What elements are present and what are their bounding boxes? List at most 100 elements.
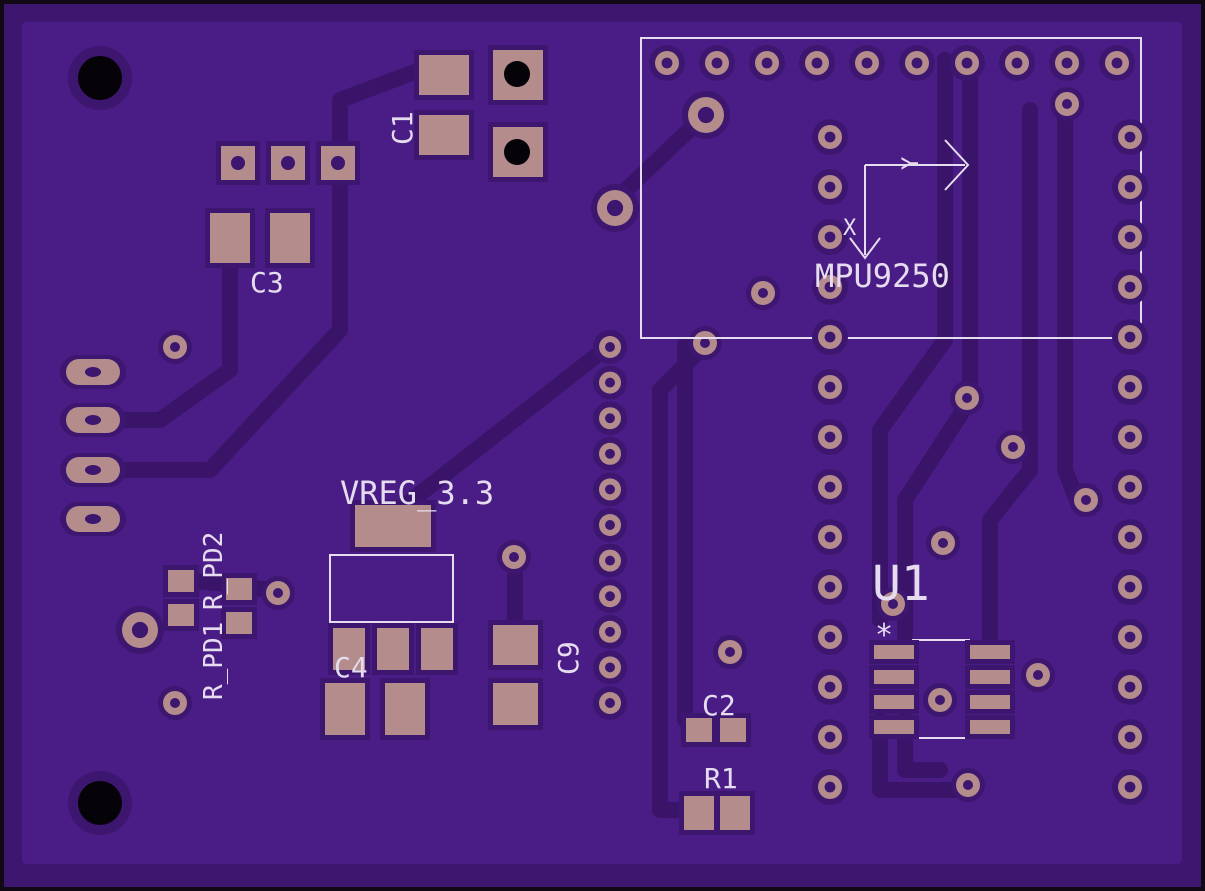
left-header-pad-hole [824, 381, 836, 393]
trace-u1-bus-1 [872, 52, 953, 628]
left-header-pad-hole [824, 581, 836, 593]
right-header-pad-hole [1124, 181, 1136, 193]
trace-power-left [82, 62, 428, 478]
via-16-hole [1062, 99, 1072, 109]
left-header-pad-hole [824, 181, 836, 193]
via-3-hole [273, 588, 283, 598]
three-pin-hole-2 [281, 156, 295, 170]
left-header-pad-hole [824, 531, 836, 543]
label-axis-x: X [843, 216, 857, 241]
three-pin-hole-3 [331, 156, 345, 170]
u1-pin-right-1 [970, 645, 1010, 659]
r-pd1-pad-bottom [168, 604, 194, 626]
via-13-hole [935, 695, 945, 705]
r-pd1-pad-top [168, 570, 194, 592]
middle-header-pad-hole [605, 448, 615, 459]
left-header-pad-hole [824, 681, 836, 693]
silkscreen-labels: C1 C3 MPU9250 Y X VREG_3.3 C9 C4 U1 * C2… [199, 111, 950, 795]
mpu-header-pad-hole [761, 57, 773, 69]
middle-header-pad-hole [605, 413, 615, 424]
c2-pad-right [720, 718, 746, 742]
c2-pad-left [686, 718, 712, 742]
r1-pad-right [720, 796, 750, 830]
right-header-pad-hole [1124, 631, 1136, 643]
connector-hole-1 [85, 367, 101, 377]
via-12-hole [725, 647, 735, 657]
middle-header-pad-hole [605, 377, 615, 388]
mpu-hole-pad-hole [697, 106, 715, 124]
u1-pin-left-3 [874, 695, 914, 709]
label-c3: C3 [250, 266, 284, 299]
u1-pin-right-4 [970, 720, 1010, 734]
left-header-pad-hole [824, 481, 836, 493]
right-header-pad-hole [1124, 481, 1136, 493]
connector-hole-4 [85, 514, 101, 524]
vreg-outline [329, 554, 454, 623]
label-r-pd1: R_PD1 [199, 622, 229, 700]
middle-header-pad-hole [605, 342, 615, 352]
label-c1: C1 [386, 111, 419, 145]
mpu-header-pad-hole [811, 57, 823, 69]
u1-outline [912, 639, 970, 739]
via-11-hole [888, 599, 898, 609]
label-vreg: VREG_3.3 [340, 474, 494, 512]
left-header-pad-hole [824, 781, 836, 793]
pd-hole-pad-hole [131, 621, 149, 639]
trace-u1-bus-3 [982, 102, 1038, 658]
vreg-pad-2 [377, 628, 409, 670]
label-c4: C4 [334, 651, 368, 684]
mpu-header-pad-hole [661, 57, 673, 69]
trace-u1-bottom [872, 712, 973, 798]
via-2-hole [170, 698, 180, 708]
c1-hole-top [504, 61, 530, 87]
vreg-tab-pad [355, 505, 431, 547]
mpu-header-pad-hole [861, 57, 873, 69]
label-r-pd2: R_PD2 [199, 532, 229, 610]
via-6-hole [700, 338, 710, 348]
left-header-pad-hole [824, 281, 836, 293]
via-1-hole [170, 342, 180, 352]
mounting-holes [68, 46, 132, 835]
label-c9: C9 [552, 641, 585, 675]
c1-pad-top [419, 55, 469, 95]
mpu-header-pad-hole [1011, 57, 1023, 69]
mpu-hole-pad-2-hole [606, 199, 624, 217]
axis-indicator [849, 139, 970, 260]
three-pin-hole-1 [231, 156, 245, 170]
u1-pin-left-2 [874, 670, 914, 684]
connector-hole-2 [85, 415, 101, 425]
via-10-hole [938, 538, 948, 548]
middle-header-pad-hole [605, 484, 615, 495]
via-15-hole [963, 780, 973, 790]
left-header-pad-hole [824, 731, 836, 743]
via-8-hole [1008, 442, 1018, 452]
label-u1-pin1: * [875, 618, 893, 653]
label-mpu9250: MPU9250 [815, 257, 950, 295]
left-header-pad-hole [824, 431, 836, 443]
left-header-pad-hole [824, 331, 836, 343]
via-14-hole [1033, 670, 1043, 680]
middle-header-pad-hole [605, 555, 615, 566]
label-axis-y: Y [899, 157, 924, 170]
right-header-pad-hole [1124, 431, 1136, 443]
label-u1: U1 [872, 556, 930, 612]
mpu-header-pad-hole [1061, 57, 1073, 69]
right-header-pad-hole [1124, 581, 1136, 593]
left-header-pad-hole [824, 131, 836, 143]
right-header-pad-hole [1124, 531, 1136, 543]
c4-pad-right [385, 683, 425, 735]
label-c2: C2 [702, 689, 736, 722]
trace-u1-bus-2 [897, 52, 978, 658]
right-header-pad-hole [1124, 331, 1136, 343]
mpu-header-pad-hole [711, 57, 723, 69]
right-header-pad-hole [1124, 131, 1136, 143]
middle-header-pad-hole [605, 662, 615, 673]
right-header-pad-hole [1124, 231, 1136, 243]
mpu-header-pad-hole [961, 57, 973, 69]
vias [158, 87, 1103, 802]
label-r1: R1 [704, 762, 738, 795]
c1-pad-bottom [419, 115, 469, 155]
mpu-header-pad-hole [911, 57, 923, 69]
middle-header-pad-hole [605, 591, 615, 602]
